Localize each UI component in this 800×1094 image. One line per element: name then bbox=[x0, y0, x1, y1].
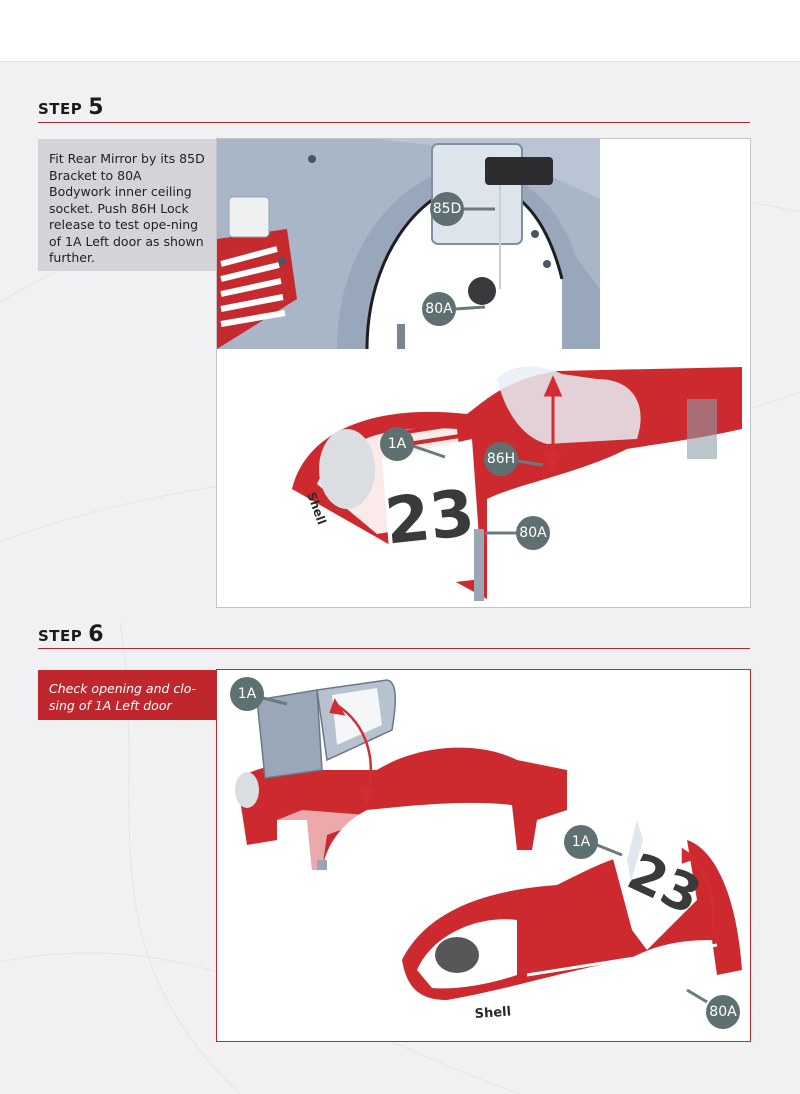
swing-arrow-2 bbox=[681, 847, 715, 931]
svg-text:86H: 86H bbox=[487, 451, 515, 467]
callout-86h: 86H bbox=[484, 442, 544, 476]
step-6-heading: STEP 6 bbox=[38, 622, 104, 647]
step-5-word: STEP bbox=[38, 100, 83, 118]
callout-1a-front: 1A bbox=[564, 825, 623, 859]
race-number: 23 bbox=[382, 477, 478, 560]
step-6-rule bbox=[38, 648, 750, 649]
ceiling-detail-view bbox=[217, 139, 600, 350]
step-6-instruction: Check opening and clo-sing of 1A Left do… bbox=[38, 670, 216, 720]
step-5-instruction: Fit Rear Mirror by its 85D Bracket to 80… bbox=[38, 139, 216, 271]
step-6-diagram: 23 Shell 1A 1A 80A bbox=[230, 677, 742, 1029]
car-body-rear-view bbox=[235, 747, 567, 870]
svg-text:80A: 80A bbox=[519, 525, 547, 541]
car-body-front-view: 23 Shell bbox=[402, 820, 742, 1022]
callout-1a-top: 1A bbox=[230, 677, 288, 711]
step-6-illustration: 23 Shell 1A 1A 80A bbox=[216, 669, 751, 1042]
step-5-illustration: 23 Shell 85D 80A bbox=[216, 138, 751, 608]
svg-text:80A: 80A bbox=[709, 1004, 737, 1020]
svg-text:85D: 85D bbox=[433, 201, 462, 217]
svg-text:1A: 1A bbox=[388, 436, 407, 452]
callout-85d: 85D bbox=[430, 192, 495, 226]
callout-80a-detail: 80A bbox=[422, 292, 486, 326]
svg-text:1A: 1A bbox=[238, 686, 257, 702]
callout-80a: 80A bbox=[485, 516, 550, 550]
step-5-diagram: 23 Shell 85D 80A bbox=[217, 139, 742, 601]
step-6-word: STEP bbox=[38, 627, 83, 645]
step-5-heading: STEP 5 bbox=[38, 95, 104, 120]
swing-arrow-1 bbox=[329, 698, 377, 805]
svg-text:80A: 80A bbox=[425, 301, 453, 317]
step-5-number: 5 bbox=[88, 95, 104, 120]
callout-80a-front: 80A bbox=[686, 988, 740, 1029]
sponsor-logo-front: Shell bbox=[474, 1004, 511, 1021]
callout-1a: 1A bbox=[380, 427, 446, 461]
svg-text:1A: 1A bbox=[572, 834, 591, 850]
opened-door bbox=[256, 679, 397, 779]
step-6-number: 6 bbox=[88, 622, 104, 647]
step-5-rule bbox=[38, 122, 750, 123]
top-bar bbox=[0, 0, 800, 62]
travel-arrow bbox=[543, 375, 563, 473]
car-body-left-door: 23 Shell bbox=[292, 366, 742, 601]
